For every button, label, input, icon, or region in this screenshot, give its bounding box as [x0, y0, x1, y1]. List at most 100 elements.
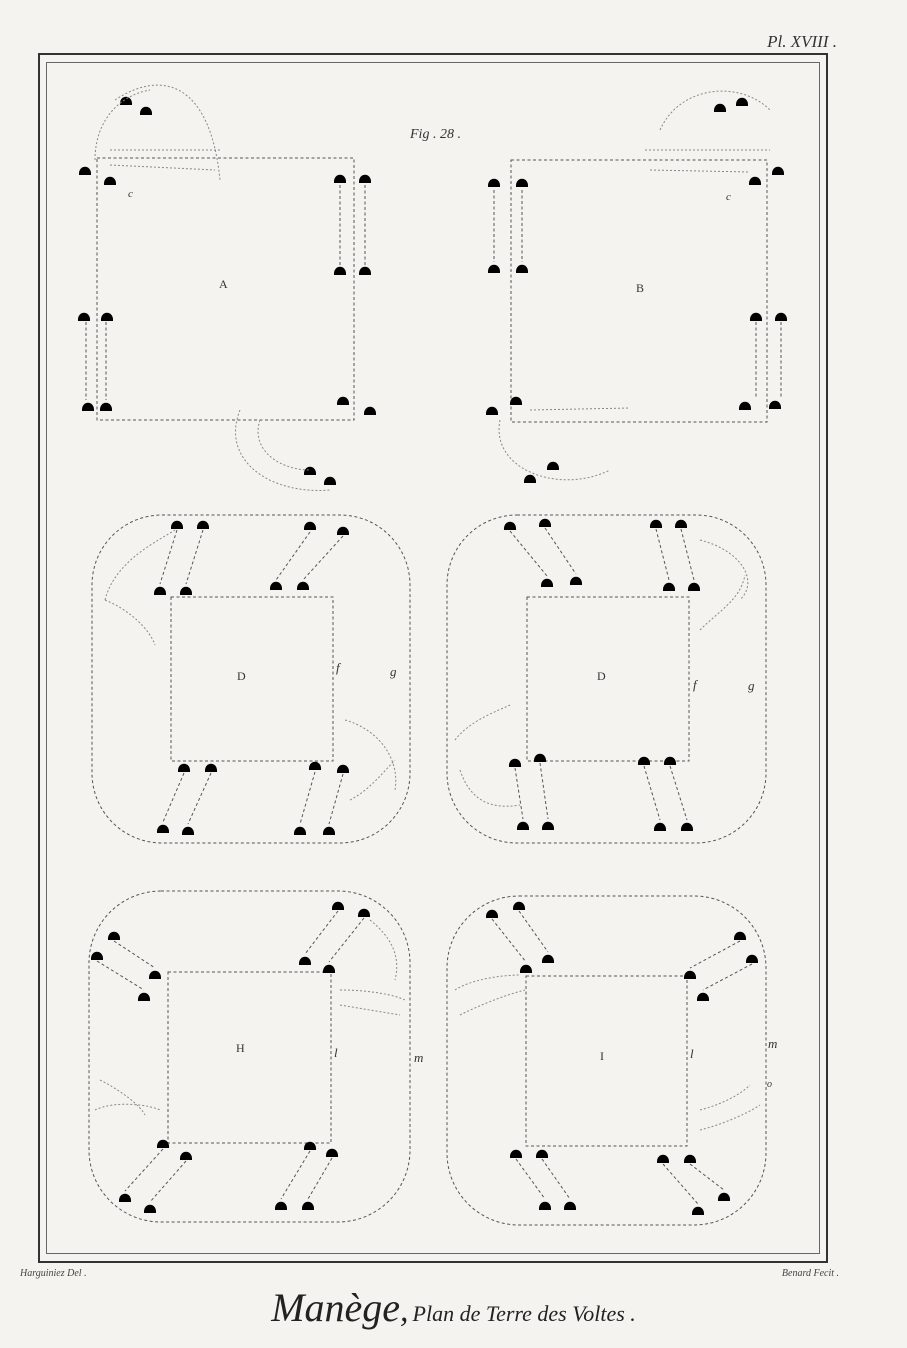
panel-i-mark-l: l [690, 1046, 694, 1061]
hoof-print [681, 823, 693, 831]
hoof-print [510, 1150, 522, 1158]
hoof-print [364, 407, 376, 415]
hoof-print [504, 522, 516, 530]
hoof-print [524, 475, 536, 483]
hoof-print [536, 1150, 548, 1158]
hoof-print [749, 177, 761, 185]
hoof-print [739, 402, 751, 410]
panel-b-letter: B [636, 281, 644, 295]
hoof-print [650, 520, 662, 528]
hoof-print [323, 965, 335, 973]
panel-i-outer [447, 896, 766, 1225]
panel-d-left-outer [92, 515, 410, 843]
hoof-print [488, 179, 500, 187]
hoof-print [684, 1155, 696, 1163]
hoof-print [664, 757, 676, 765]
hoof-print [718, 1193, 730, 1201]
hoof-print [570, 577, 582, 585]
hoof-print [270, 582, 282, 590]
hoof-print [486, 407, 498, 415]
hoof-print [119, 1194, 131, 1202]
panel-i-mark-m: m [768, 1036, 777, 1051]
panel-d-left: D f g [92, 515, 410, 843]
hoof-print [734, 932, 746, 940]
panel-a-mark-c: c [128, 188, 133, 200]
hoof-print [180, 1152, 192, 1160]
hoof-print [638, 757, 650, 765]
hoof-print [157, 1140, 169, 1148]
panel-i-letter: I [600, 1049, 604, 1063]
hoof-print [750, 313, 762, 321]
panel-d-right: D f g [447, 515, 766, 843]
hoof-print [509, 759, 521, 767]
panel-h-letter: H [236, 1041, 245, 1055]
hoof-print [138, 993, 150, 1001]
panel-d-right-mark-g: g [748, 678, 755, 693]
credit-engraver: Benard Fecit . [782, 1268, 839, 1279]
hoof-print [547, 462, 559, 470]
hoof-print [324, 477, 336, 485]
hoof-print [746, 955, 758, 963]
hoof-print [736, 98, 748, 106]
hoof-print [358, 909, 370, 917]
hoof-print [488, 265, 500, 273]
hoof-print [337, 397, 349, 405]
panel-h-inner [168, 972, 331, 1143]
hoof-print [197, 521, 209, 529]
hoof-print [108, 932, 120, 940]
panel-d-right-mark-f: f [693, 677, 699, 692]
hoof-print [157, 825, 169, 833]
hoof-print [688, 583, 700, 591]
hoof-print [78, 313, 90, 321]
hoof-print [294, 827, 306, 835]
hoof-print [663, 583, 675, 591]
hoof-print [520, 965, 532, 973]
hoof-print [769, 401, 781, 409]
credit-draughtsman: Harguiniez Del . [20, 1268, 87, 1279]
panel-h-mark-l: l [334, 1045, 338, 1060]
hoof-print [539, 1202, 551, 1210]
panel-h: H l m [89, 891, 423, 1222]
panel-d-right-letter: D [597, 669, 606, 683]
panel-d-left-mark-g: g [390, 664, 397, 679]
hoof-print [772, 167, 784, 175]
hoof-print [517, 822, 529, 830]
plate-title: Manège, Plan de Terre des Voltes . [0, 1284, 907, 1331]
panel-d-left-letter: D [237, 669, 246, 683]
panel-d-left-mark-f: f [336, 660, 342, 675]
hoof-print [299, 957, 311, 965]
hoof-print [182, 827, 194, 835]
hoof-print [486, 910, 498, 918]
hoof-print [82, 403, 94, 411]
hoof-print [334, 267, 346, 275]
hoof-print [205, 764, 217, 772]
panel-a: A c [78, 85, 376, 490]
hoof-print [542, 822, 554, 830]
panel-i-mark-o: o [767, 1079, 772, 1090]
hoof-print [334, 175, 346, 183]
hoof-print [697, 993, 709, 1001]
hoof-print [297, 582, 309, 590]
hoof-print [91, 952, 103, 960]
hoof-print [171, 521, 183, 529]
hoof-print [332, 902, 344, 910]
hoof-print [323, 827, 335, 835]
hoof-print [326, 1149, 338, 1157]
panel-h-outer [89, 891, 410, 1222]
hoof-print [654, 823, 666, 831]
hoof-print [104, 177, 116, 185]
hoof-print [101, 313, 113, 321]
hoof-print [714, 104, 726, 112]
hoof-print [144, 1205, 156, 1213]
hoof-print [304, 522, 316, 530]
hoof-print [275, 1202, 287, 1210]
hoof-print [304, 467, 316, 475]
panel-d-right-outer [447, 515, 766, 843]
panel-i: I l m o [447, 896, 777, 1225]
hoof-print [178, 764, 190, 772]
hoof-print [675, 520, 687, 528]
hoof-print [309, 762, 321, 770]
hoof-print [337, 765, 349, 773]
title-subtitle: Plan de Terre des Voltes . [413, 1301, 636, 1326]
